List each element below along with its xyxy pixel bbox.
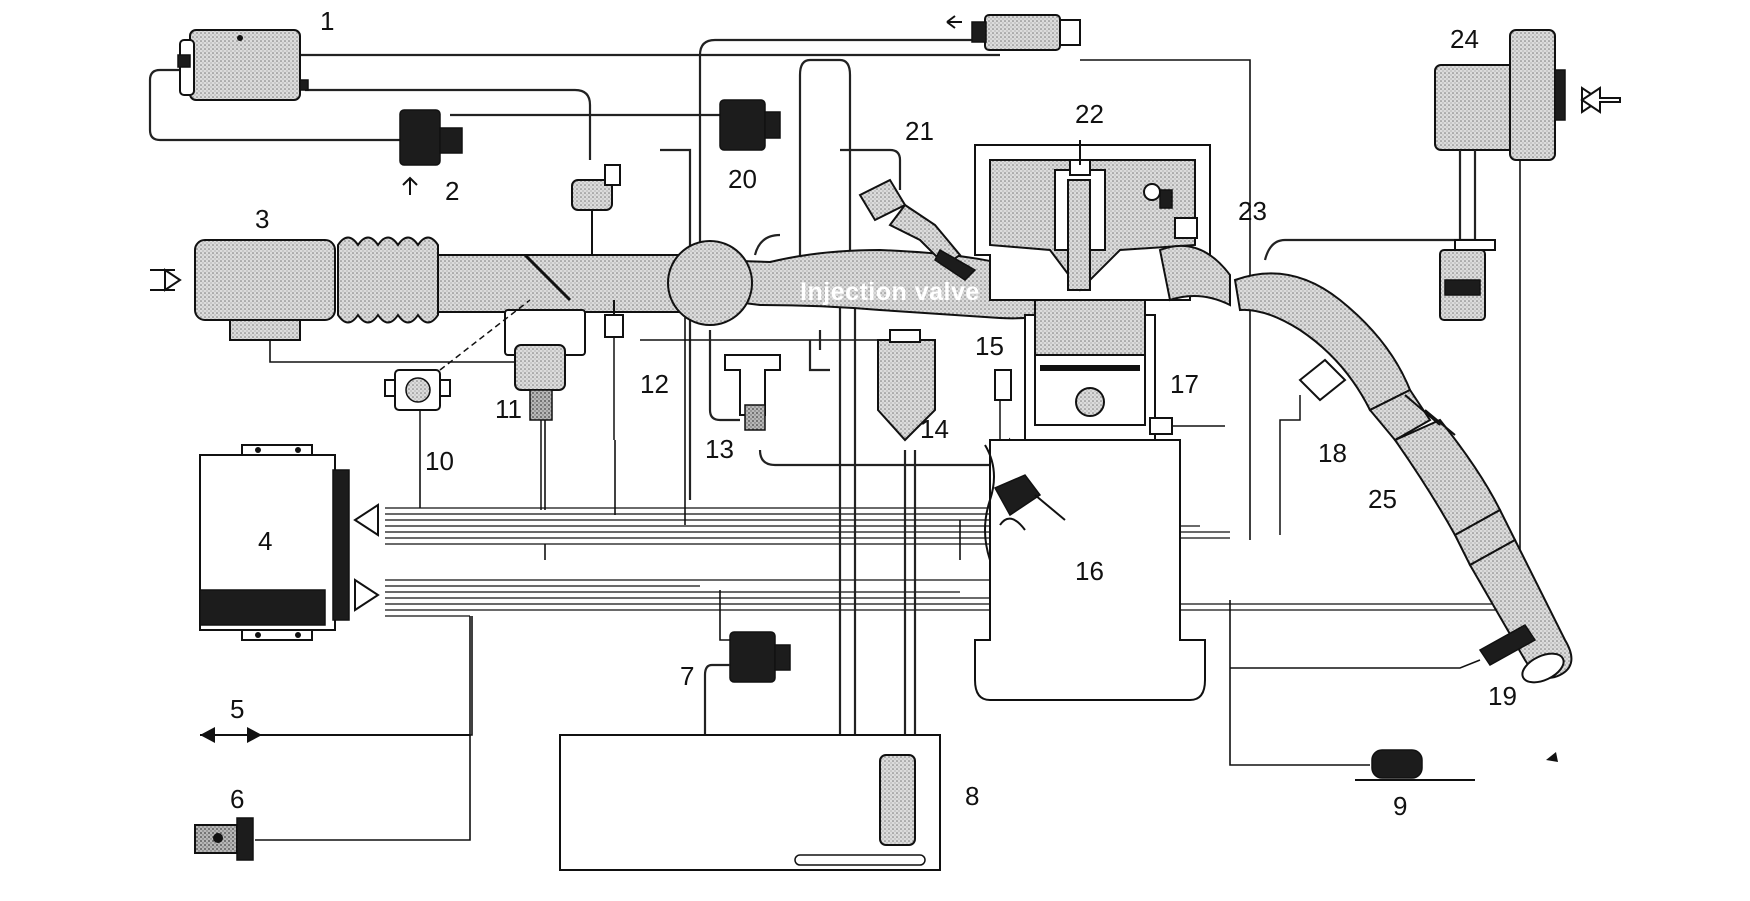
fuel-and-vacuum-lines [148, 38, 1475, 760]
label-1: 1 [320, 6, 334, 36]
component-5-diagnostic-link [200, 727, 470, 743]
component-6-sensor [194, 817, 254, 861]
component-14-fuel-filter [877, 329, 936, 442]
component-18-lambda-sensor [1279, 358, 1347, 535]
label-8: 8 [965, 781, 979, 811]
component-2-pressure-sensor [399, 109, 463, 195]
component-20-purge-valve [719, 99, 781, 151]
label-22: 22 [1075, 99, 1104, 129]
component-7-tank-vent-valve [703, 631, 791, 740]
component-4-ecu [199, 444, 380, 641]
component-11-idle-actuator [514, 344, 566, 510]
component-3-air-mass-meter [150, 239, 540, 363]
label-5: 5 [230, 694, 244, 724]
label-20: 20 [728, 164, 757, 194]
secondary-air-valve [1439, 239, 1496, 321]
injection-valve-label: Injection valve [800, 278, 980, 306]
top-fuel-line-sensor [946, 14, 1081, 51]
scan-artifact-mark [1546, 752, 1558, 762]
engine-block [974, 140, 1231, 701]
component-19-lambda-sensor [1230, 624, 1537, 669]
label-9: 9 [1393, 791, 1407, 821]
component-1-charcoal-canister [177, 29, 309, 101]
label-21: 21 [905, 116, 934, 146]
label-11: 11 [495, 394, 522, 424]
label-14: 14 [920, 414, 949, 444]
component-17-temp-sensor [1149, 417, 1225, 435]
label-13: 13 [705, 434, 734, 464]
label-7: 7 [680, 661, 694, 691]
component-10-throttle-switch [384, 299, 531, 440]
label-12: 12 [640, 369, 669, 399]
label-6: 6 [230, 784, 244, 814]
intake-manifold: Injection valve [437, 240, 1057, 356]
label-23: 23 [1238, 196, 1267, 226]
label-25: 25 [1368, 484, 1397, 514]
component-8-fuel-tank [559, 734, 941, 871]
label-3: 3 [255, 204, 269, 234]
intake-temp-sensor [604, 300, 624, 440]
label-16: 16 [1075, 556, 1104, 586]
intake-bellows [337, 236, 439, 324]
label-17: 17 [1170, 369, 1199, 399]
label-18: 18 [1318, 438, 1347, 468]
label-2: 2 [445, 176, 459, 206]
component-24-secondary-air-pump [1434, 29, 1621, 240]
component-9-knock-sensor-ground [1355, 749, 1475, 781]
vacuum-actuator [571, 164, 621, 255]
component-21-injector [858, 178, 977, 281]
crankshaft-sensor-graphic [993, 474, 1066, 531]
label-15: 15 [975, 331, 1004, 361]
label-24: 24 [1450, 24, 1479, 54]
label-10: 10 [425, 446, 454, 476]
component-23-hall-sender [1174, 217, 1198, 239]
component-13-pressure-regulator [724, 354, 781, 431]
label-19: 19 [1488, 681, 1517, 711]
ecu-wiring-harness [255, 59, 1521, 841]
label-4: 4 [258, 526, 272, 556]
component-25-exhaust-catalytic-converter [1233, 272, 1573, 684]
